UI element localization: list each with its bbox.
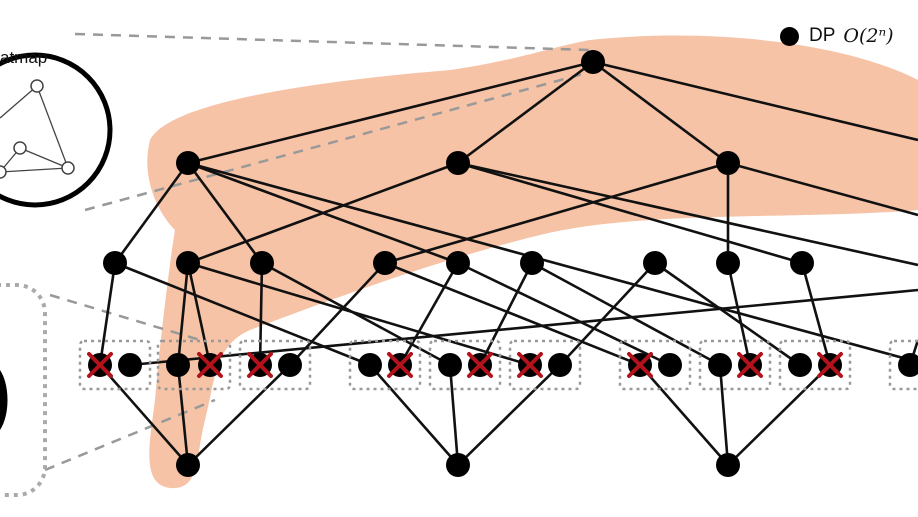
lattice-edge [186,162,264,264]
lattice-node [118,353,142,377]
lattice-edge [114,261,371,367]
lattice-edge [457,60,594,165]
lattice-edge [531,261,721,367]
lattice-node [438,353,462,377]
pair-boxes [78,339,918,391]
lattice-node [446,151,470,175]
pair-box [348,339,422,391]
pair-box [238,339,312,391]
cross-icon [517,352,543,378]
highlight-region [147,35,918,489]
lattice-edge [457,364,561,466]
lattice-edge [592,60,729,165]
left-partial-shape [0,370,8,430]
cross-icon [627,352,653,378]
lattice-edge [176,364,190,466]
pair-box [618,339,692,391]
lattice-edges [98,60,918,466]
cross-icon [247,352,273,378]
lattice-node [176,453,200,477]
lattice-edge [457,161,803,265]
lattice-edge [384,261,641,367]
lattice-node [790,251,814,275]
lattice-node [176,251,200,275]
legend: DP O(2ⁿ) [780,25,894,47]
lattice-edge [718,364,730,466]
lattice-node [358,353,382,377]
lattice-edge [592,60,918,142]
lattice-edge [186,262,212,366]
lattice-edge [369,364,459,466]
lattice-node [250,251,274,275]
legend-dot-icon [780,26,799,46]
lattice-node [716,151,740,175]
lattice-edge [98,262,117,366]
lattice-node [548,353,572,377]
cross-icon [387,352,413,378]
lattice-node [716,453,740,477]
lattice-node [278,353,302,377]
lattice-edge [654,261,801,367]
lattice-edge [258,262,264,366]
lattice-node [176,151,200,175]
lattice-edge [187,161,459,265]
lattice-edge [559,262,656,366]
cross-icon [737,352,763,378]
cross-icon [467,352,493,378]
lattice-node [581,50,605,74]
pair-box [778,339,852,391]
lattice-node [716,251,740,275]
pruned-marks [87,352,843,378]
lattice-node [103,251,127,275]
cross-icon [817,352,843,378]
lattice-node [373,251,397,275]
lattice-edge [448,364,460,466]
dashed-connectors [44,32,591,472]
lattice-node [446,251,470,275]
lattice-edge [639,364,729,466]
lattice-edge [129,288,918,367]
lattice-edge [99,364,189,466]
lattice-edge [800,262,832,366]
lattice-edge [187,364,291,466]
lattice-edge [478,262,534,366]
lattice-edge [398,262,460,366]
legend-complexity: O(2ⁿ) [843,25,894,47]
pair-box [78,339,152,391]
lattice-node [446,453,470,477]
cross-icon [197,352,223,378]
lattice-edge [384,161,729,265]
lattice-node [520,251,544,275]
pair-box [156,339,232,391]
lattice-node [166,353,190,377]
lattice-edge [457,161,918,267]
graph-inset [0,52,113,208]
lattice-node [643,251,667,275]
lattice-edge [727,364,831,466]
lattice-edge [176,262,190,366]
pair-box [508,339,582,391]
lattice-edge [727,161,918,217]
legend-label: DP [809,25,836,46]
lattice-node [788,353,812,377]
lattice-edge [457,261,671,367]
lattice-node [708,353,732,377]
lattice-edge [261,261,451,367]
lattice-edge [187,261,531,367]
pair-box [428,339,502,391]
lattice-node [658,353,682,377]
pair-box [698,339,772,391]
inset-label: atmap [0,48,48,67]
lattice-edge [187,161,918,364]
cross-icon [87,352,113,378]
lattice-edge [726,262,752,366]
lattice-edge [113,162,190,264]
lattice-node [898,353,918,377]
lattice-edge [187,60,594,165]
